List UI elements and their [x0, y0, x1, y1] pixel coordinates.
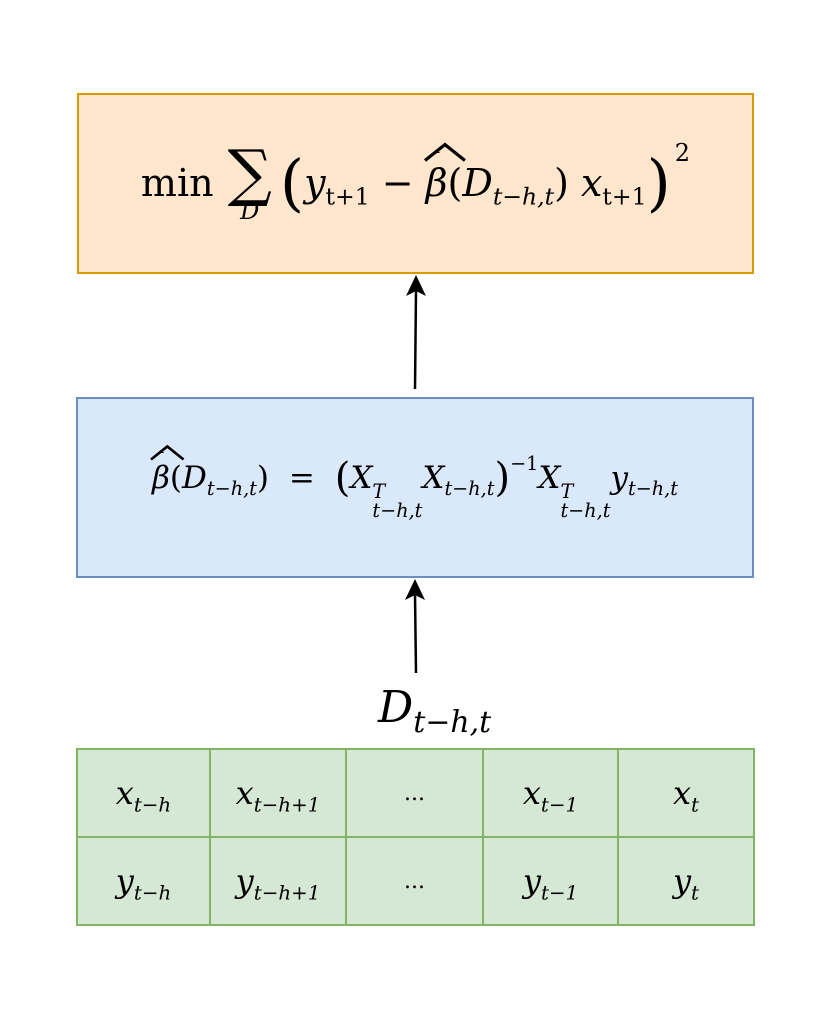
y-term: yt+1	[304, 161, 370, 212]
X-matrix: X	[422, 459, 445, 496]
equals-sign: =	[288, 459, 315, 496]
sum-operator: ∑ D	[227, 136, 272, 225]
sum-subscript: D	[240, 196, 260, 225]
x-term: xt+1	[580, 161, 647, 212]
inverse-exponent: −1	[510, 452, 539, 476]
X-transpose: X	[350, 459, 373, 496]
grid-cell: ...	[345, 748, 484, 838]
grid-cell: yt	[617, 836, 755, 926]
data-grid: xt−h xt−h+1 ... xt−1 xt yt−h yt−h+1 ... …	[76, 748, 755, 926]
grid-cell: xt	[617, 748, 755, 838]
dataset-label: Dt−h,t	[378, 682, 492, 740]
grid-cell: ...	[345, 836, 484, 926]
objective-box: min ∑ D ( yt+1 − β ( Dt−h,t ) xt+1 ) 2	[77, 93, 754, 274]
y-vector: y	[610, 459, 628, 496]
objective-formula: min ∑ D ( yt+1 − β ( Dt−h,t ) xt+1 ) 2	[140, 136, 691, 225]
dataset-symbol: D	[182, 459, 207, 496]
y-row: yt−h yt−h+1 ... yt−1 yt	[76, 836, 755, 926]
X-transpose-2: X	[538, 459, 561, 496]
beta-hat: β	[150, 444, 185, 496]
grid-cell: yt−1	[482, 836, 619, 926]
grid-cell: xt−h+1	[209, 748, 347, 838]
min-operator: min	[140, 161, 214, 206]
open-bracket: (	[279, 146, 305, 220]
arrow-estimator-to-objective	[406, 275, 426, 390]
paren-open: (	[447, 161, 463, 206]
grid-cell: yt−h+1	[209, 836, 347, 926]
paren-close: )	[554, 161, 569, 206]
close-bracket: )	[646, 146, 671, 220]
sum-symbol: ∑	[227, 136, 272, 210]
x-row: xt−h xt−h+1 ... xt−1 xt	[76, 748, 755, 838]
grid-cell: yt−h	[76, 836, 211, 926]
beta-hat: β	[423, 142, 466, 205]
minus-sign: −	[381, 161, 414, 206]
grid-cell: xt−1	[482, 748, 619, 838]
arrow-dataset-to-estimator	[405, 579, 425, 674]
dataset-term: Dt−h,t	[462, 161, 555, 212]
grid-cell: xt−h	[76, 748, 211, 838]
